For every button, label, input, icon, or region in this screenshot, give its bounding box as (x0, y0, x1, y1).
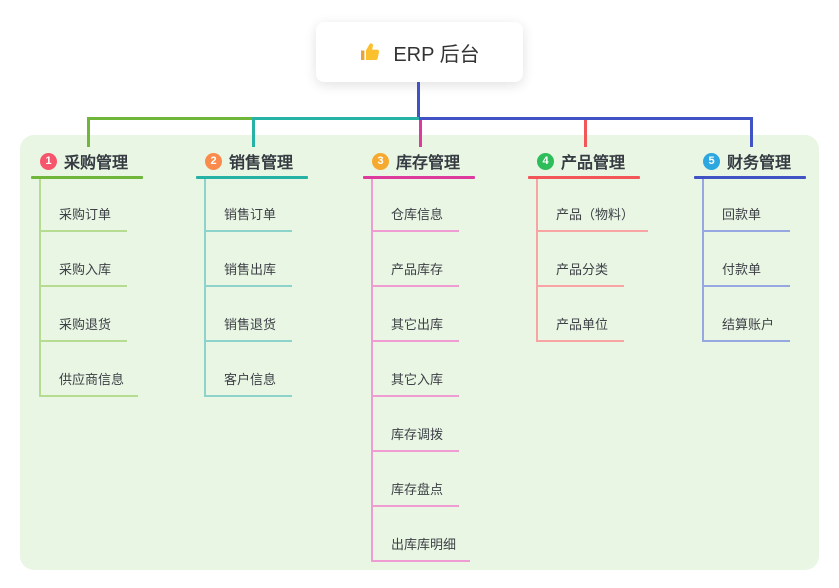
root-node[interactable]: ERP 后台 (316, 22, 523, 82)
mindmap-child-node[interactable]: 采购订单 (39, 206, 127, 232)
connector-branch-drop (87, 117, 90, 147)
mindmap-child-node[interactable]: 销售订单 (204, 206, 292, 232)
branch-title: 库存管理 (396, 155, 461, 172)
background-panel (20, 135, 819, 570)
branch-underline (363, 176, 475, 179)
thumbs-up-icon (359, 40, 383, 64)
branch-node-产品管理[interactable]: 4 产品管理 (528, 146, 640, 176)
connector-branch-drop (584, 120, 587, 147)
branch-number-badge: 5 (703, 152, 720, 170)
branch-title: 采购管理 (64, 155, 129, 172)
branch-spine (204, 179, 206, 396)
branch-number-badge: 3 (372, 152, 389, 170)
mindmap-child-node[interactable]: 销售退货 (204, 316, 292, 342)
mindmap-child-node[interactable]: 出库库明细 (371, 536, 471, 562)
branch-underline (694, 176, 806, 179)
connector-bus-segment (252, 117, 419, 120)
branch-underline (31, 176, 143, 179)
mindmap-child-node[interactable]: 采购退货 (39, 316, 127, 342)
branch-spine (536, 179, 538, 341)
connector-branch-drop (419, 120, 422, 147)
root-label: ERP 后台 (393, 43, 480, 66)
branch-node-销售管理[interactable]: 2 销售管理 (196, 146, 308, 176)
mindmap-child-node[interactable]: 采购入库 (39, 261, 127, 287)
mindmap-child-node[interactable]: 产品库存 (371, 261, 459, 287)
mindmap-child-node[interactable]: 其它出库 (371, 316, 459, 342)
branch-spine (371, 179, 373, 561)
mindmap-child-node[interactable]: 产品单位 (536, 316, 624, 342)
mindmap-child-node[interactable]: 其它入库 (371, 371, 459, 397)
branch-number-badge: 1 (40, 152, 57, 170)
mindmap-child-node[interactable]: 产品分类 (536, 261, 624, 287)
branch-title: 财务管理 (727, 155, 792, 172)
mindmap-child-node[interactable]: 销售出库 (204, 261, 292, 287)
branch-number-badge: 4 (537, 152, 554, 170)
connector-branch-drop (252, 117, 255, 147)
mindmap-child-node[interactable]: 回款单 (702, 206, 790, 232)
mindmap-child-node[interactable]: 库存调拨 (371, 426, 459, 452)
mindmap-child-node[interactable]: 产品（物料） (536, 206, 649, 232)
branch-underline (196, 176, 308, 179)
mindmap-child-node[interactable]: 结算账户 (702, 316, 790, 342)
mindmap-child-node[interactable]: 仓库信息 (371, 206, 459, 232)
branch-node-库存管理[interactable]: 3 库存管理 (363, 146, 475, 176)
connector-bus-segment (419, 117, 751, 120)
branch-title: 销售管理 (229, 155, 294, 172)
connector-bus-segment (87, 117, 252, 120)
connector-root-stem (417, 82, 420, 117)
branch-node-财务管理[interactable]: 5 财务管理 (694, 146, 806, 176)
connector-branch-drop (750, 117, 753, 147)
mindmap-child-node[interactable]: 付款单 (702, 261, 790, 287)
branch-underline (528, 176, 640, 179)
mindmap-child-node[interactable]: 供应商信息 (39, 371, 139, 397)
branch-number-badge: 2 (205, 152, 222, 170)
branch-node-采购管理[interactable]: 1 采购管理 (31, 146, 143, 176)
branch-title: 产品管理 (561, 155, 626, 172)
mindmap-child-node[interactable]: 客户信息 (204, 371, 292, 397)
mindmap-child-node[interactable]: 库存盘点 (371, 481, 459, 507)
branch-spine (702, 179, 704, 341)
branch-spine (39, 179, 41, 396)
